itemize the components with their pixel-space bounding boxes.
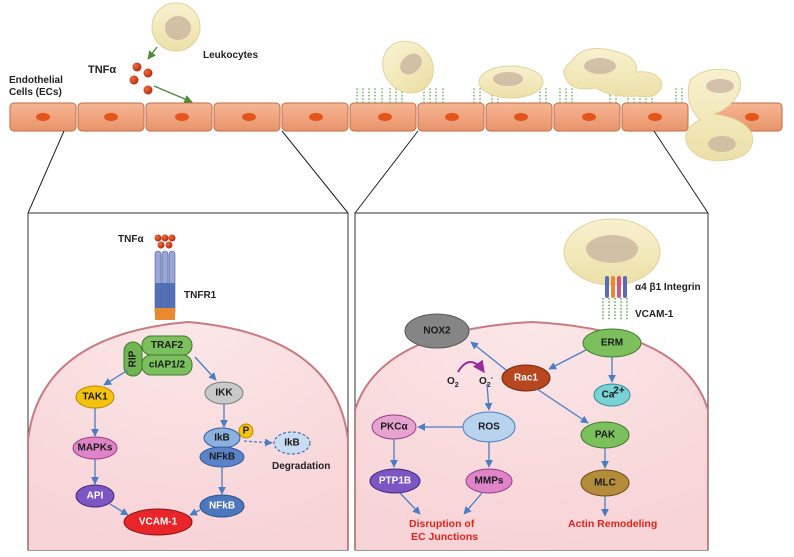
node-pkca: PKCα bbox=[371, 414, 417, 440]
tnf-trimer bbox=[154, 234, 176, 249]
svg-text:MLC: MLC bbox=[594, 478, 616, 489]
node-erm: ERM bbox=[582, 328, 642, 358]
node-ikk: IKK bbox=[204, 381, 244, 405]
integrin-label: α4 β1 Integrin bbox=[635, 282, 701, 293]
node-mapks: MAPKs bbox=[72, 436, 118, 460]
svg-text:IkB: IkB bbox=[284, 438, 300, 449]
leukocyte-transmigrating bbox=[685, 68, 753, 162]
leukocytes-label: Leukocytes bbox=[203, 50, 258, 61]
node-ikb-degraded: IkB bbox=[273, 431, 311, 455]
tnf-label-left: TNFα bbox=[118, 234, 144, 245]
o2-minus-label: O2- bbox=[479, 375, 494, 389]
node-mmps: MMPs bbox=[465, 468, 513, 494]
traf2-label: TRAF2 bbox=[151, 340, 184, 351]
node-rac1: Rac1 bbox=[501, 364, 551, 392]
node-mlc: MLC bbox=[580, 469, 630, 497]
left-arrows bbox=[91, 356, 273, 516]
node-tak1: TAK1 bbox=[75, 385, 115, 409]
leukocyte-to-tnf-arrow bbox=[147, 46, 158, 60]
tnf-label-top: TNFα bbox=[88, 64, 116, 76]
node-vcam1: VCAM-1 bbox=[123, 508, 193, 536]
leukocyte-free bbox=[151, 2, 201, 52]
ec-label-line1: Endothelial bbox=[9, 75, 63, 86]
degradation-label: Degradation bbox=[272, 461, 330, 472]
node-ap1: API bbox=[75, 484, 115, 508]
endothelial-nuclei bbox=[36, 113, 759, 121]
tnfr1-label: TNFR1 bbox=[184, 290, 217, 301]
leukocytes bbox=[151, 2, 753, 162]
node-ca: Ca 2+ bbox=[593, 383, 631, 407]
svg-text:API: API bbox=[87, 491, 104, 502]
svg-text:IkB: IkB bbox=[214, 433, 230, 444]
svg-text:MMPs: MMPs bbox=[475, 476, 504, 487]
traf2-complex: RIP TRAF2 cIAP1/2 bbox=[123, 335, 193, 377]
outcome-disruption-line2: EC Junctions bbox=[411, 531, 478, 543]
superoxide-arc bbox=[457, 359, 485, 373]
svg-text:ERM: ERM bbox=[601, 338, 623, 349]
svg-text:NFkB: NFkB bbox=[209, 452, 235, 463]
svg-text:NOX2: NOX2 bbox=[423, 326, 451, 337]
svg-text:Rac1: Rac1 bbox=[514, 373, 538, 384]
node-ros: ROS bbox=[462, 411, 516, 443]
tnfr1-receptor bbox=[154, 250, 176, 320]
svg-text:MAPKs: MAPKs bbox=[77, 443, 112, 454]
vcam-stubs bbox=[602, 298, 628, 320]
zoom-lines bbox=[27, 130, 709, 214]
right-panel: α4 β1 Integrin VCAM-1 NOX2 ERM Rac1 Ca 2… bbox=[354, 212, 709, 551]
node-pak: PAK bbox=[580, 421, 630, 449]
svg-text:VCAM-1: VCAM-1 bbox=[139, 517, 178, 528]
svg-text:Ca: Ca bbox=[602, 390, 615, 401]
leukocyte-rolling-1 bbox=[382, 40, 434, 94]
svg-text:PKCα: PKCα bbox=[380, 422, 408, 433]
rip-label: RIP bbox=[128, 350, 139, 367]
svg-text:PAK: PAK bbox=[595, 430, 616, 441]
node-nfkb: NFkB bbox=[199, 494, 245, 518]
endothelium-layer: TNFα Leukocytes Endothelial Cells (ECs) bbox=[9, 2, 783, 162]
right-arrows bbox=[390, 341, 616, 517]
ciap-label: cIAP1/2 bbox=[149, 360, 186, 371]
tnf-molecules bbox=[129, 62, 153, 95]
leukocyte-adhered bbox=[563, 48, 663, 98]
node-nox2: NOX2 bbox=[404, 313, 470, 349]
node-ptp1b: PTP1B bbox=[369, 468, 421, 494]
panel-leukocyte bbox=[563, 218, 661, 286]
leukocyte-rolling-2 bbox=[478, 65, 544, 99]
vcam-label-right: VCAM-1 bbox=[635, 309, 674, 320]
o2-label: O2 bbox=[447, 376, 459, 389]
node-ikb-nfkb: IkB NFkB P bbox=[199, 423, 254, 468]
svg-text:TAK1: TAK1 bbox=[82, 392, 108, 403]
integrin-receptor bbox=[605, 276, 627, 298]
tnf-to-endothelium-arrow bbox=[153, 85, 193, 103]
ec-label-line2: Cells (ECs) bbox=[9, 87, 62, 98]
svg-text:PTP1B: PTP1B bbox=[379, 476, 411, 487]
svg-text:ROS: ROS bbox=[478, 422, 500, 433]
svg-text:NFkB: NFkB bbox=[209, 501, 235, 512]
left-panel: TNFα TNFR1 RIP TRAF2 cIAP1/2 TAK1 MAPKs … bbox=[27, 212, 349, 551]
endothelial-cells bbox=[9, 102, 783, 132]
svg-text:2+: 2+ bbox=[613, 386, 625, 397]
svg-text:IKK: IKK bbox=[215, 388, 233, 399]
outcome-actin: Actin Remodeling bbox=[568, 518, 657, 530]
phospho-label: P bbox=[243, 426, 250, 437]
outcome-disruption-line1: Disruption of bbox=[409, 518, 475, 530]
